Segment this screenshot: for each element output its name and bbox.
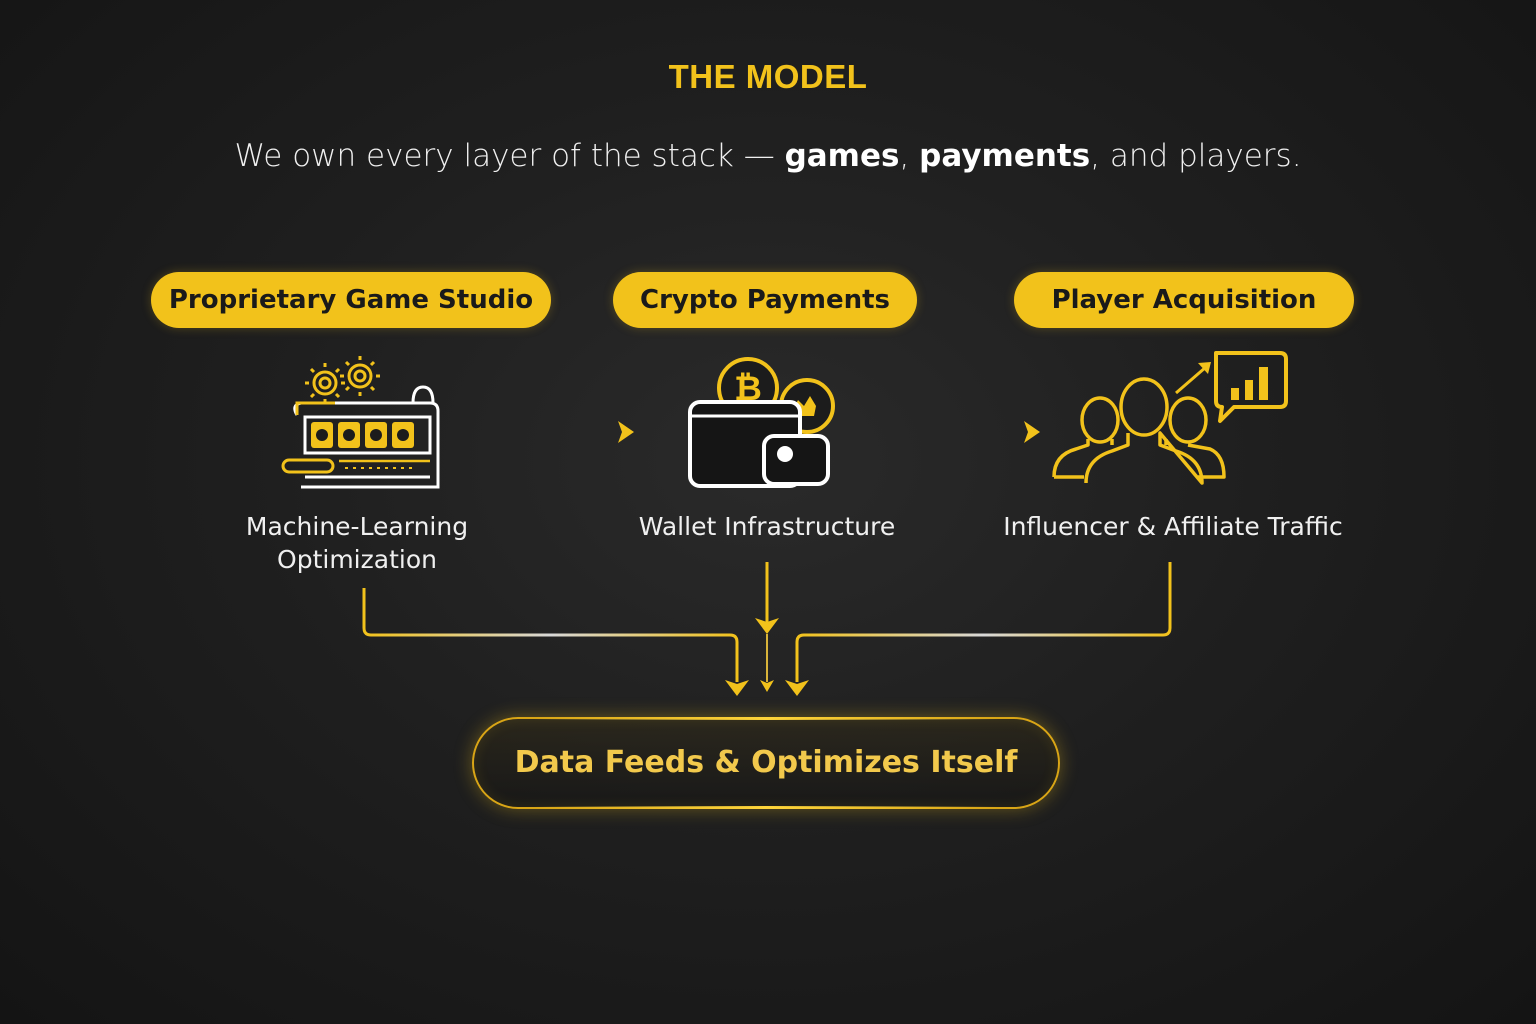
pillar-game-studio-pill: Proprietary Game Studio [151, 272, 551, 328]
arrow-players-to-result [785, 562, 1172, 696]
pillar-game-studio-label: Machine-Learning Optimization [207, 510, 507, 576]
subtitle-payments: payments [919, 138, 1091, 174]
label-line-2: Optimization [277, 545, 437, 574]
pillar-player-acquisition-label: Influencer & Affiliate Traffic [1003, 512, 1343, 541]
slot-machine-gears-icon [281, 356, 440, 489]
subtitle-games: games [784, 138, 900, 174]
pillar-crypto-payments-pill: Crypto Payments [613, 272, 917, 328]
page-title: THE MODEL [668, 58, 868, 95]
subtitle-tail: , and players. [1090, 138, 1302, 174]
arrow-studio-to-payments [478, 421, 634, 443]
subtitle-lead: We own every layer of the stack — [234, 138, 785, 174]
pillar-player-acquisition-pill: Player Acquisition [1014, 272, 1354, 328]
arrow-payments-to-players [875, 421, 1040, 443]
wallet-crypto-coins-icon: ₿ [688, 357, 835, 488]
arrow-studio-to-result [362, 588, 749, 696]
result-data-feeds-pill: Data Feeds & Optimizes Itself [472, 717, 1060, 809]
users-growth-chart-icon [1052, 351, 1288, 485]
pillar-crypto-payments-label: Wallet Infrastructure [638, 512, 896, 541]
page-subtitle: We own every layer of the stack — games,… [0, 138, 1536, 174]
subtitle-sep: , [899, 138, 920, 174]
label-line-1: Machine-Learning [245, 512, 469, 541]
arrow-payments-to-result [755, 562, 779, 692]
